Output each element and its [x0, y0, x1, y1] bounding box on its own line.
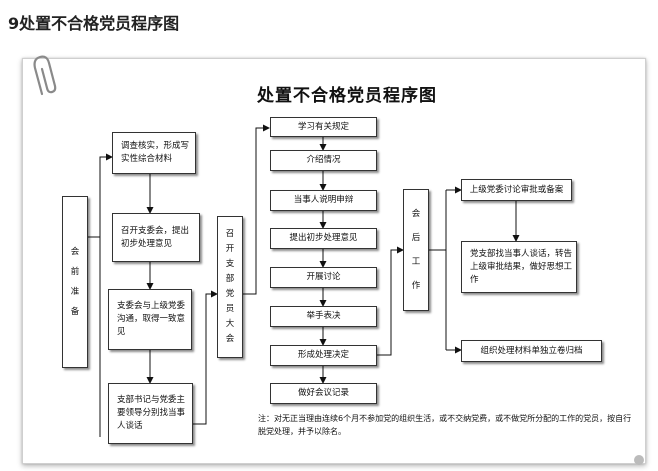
pre-meeting-char: 备 [70, 307, 80, 317]
paperclip-icon [33, 55, 57, 96]
page-corner-dot [634, 455, 644, 465]
pre-meeting-label: 会 前 准 备 [62, 196, 88, 368]
meeting-step: 做好会议记录 [270, 383, 377, 404]
meeting-char: 员 [225, 304, 235, 314]
meeting-char: 大 [225, 319, 235, 329]
pre-meeting-step: 召开支委会，提出初步处理意见 [112, 213, 200, 262]
meeting-step: 提出初步处理意见 [270, 228, 377, 249]
meeting-step: 形成处理决定 [270, 345, 377, 366]
pre-meeting-step: 支部书记与党委主要领导分别找当事人谈话 [108, 383, 193, 444]
meeting-char: 党 [225, 289, 235, 299]
pre-meeting-step: 调查核实，形成写实性综合材料 [112, 132, 196, 174]
pre-meeting-char: 准 [70, 287, 80, 297]
meeting-step: 介绍情况 [270, 150, 377, 171]
meeting-char: 会 [225, 334, 235, 344]
footnote: 注：对无正当理由连续6个月不参加党的组织生活，或不交纳党费，或不做党所分配的工作… [258, 414, 632, 436]
meeting-step: 举手表决 [270, 306, 377, 327]
post-meeting-step: 党支部找当事人谈话，转告上级审批结果，做好思想工作 [461, 241, 577, 293]
post-meeting-char: 后 [411, 233, 421, 243]
page-header: 9处置不合格党员程序图 [8, 14, 180, 33]
post-meeting-step: 组织处理材料单独立卷归档 [461, 340, 602, 362]
post-meeting-char: 作 [411, 281, 421, 291]
post-meeting-char: 工 [411, 257, 421, 267]
pre-meeting-char: 前 [70, 267, 80, 277]
post-meeting-char: 会 [411, 209, 421, 219]
post-meeting-step: 上级党委讨论审批或备案 [461, 179, 572, 201]
diagram-title: 处置不合格党员程序图 [257, 86, 437, 106]
meeting-step: 开展讨论 [270, 267, 377, 288]
meeting-char: 召 [225, 229, 235, 239]
meeting-char: 部 [225, 274, 235, 284]
meeting-char: 支 [225, 259, 235, 269]
meeting-step: 学习有关规定 [270, 117, 377, 137]
meeting-step: 当事人说明申辩 [270, 190, 377, 211]
post-meeting-label: 会 后 工 作 [403, 189, 429, 311]
pre-meeting-char: 会 [70, 247, 80, 257]
meeting-label: 召 开 支 部 党 员 大 会 [217, 216, 243, 358]
meeting-char: 开 [225, 244, 235, 254]
pre-meeting-step: 支委会与上级党委沟通，取得一致意见 [108, 289, 192, 350]
